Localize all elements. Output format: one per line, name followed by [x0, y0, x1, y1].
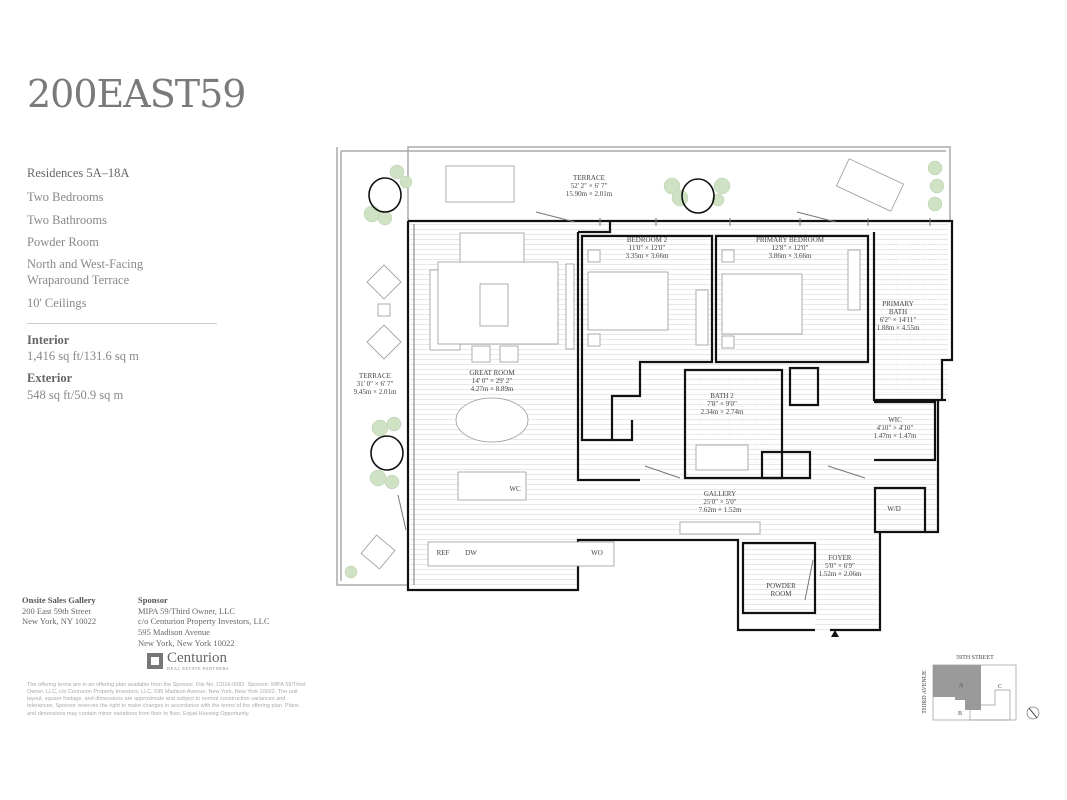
- powder-name: POWDER: [766, 582, 796, 590]
- terrace-top-name: TERRACE: [573, 174, 605, 182]
- foyer-name: FOYER: [829, 554, 852, 562]
- exterior-label: Exterior: [27, 371, 73, 386]
- terrace-top-metric: 15.90m × 2.01m: [566, 190, 613, 198]
- bedroom2-name: BEDROOM 2: [627, 236, 668, 244]
- exterior-value: 548 sq ft/50.9 sq m: [27, 387, 124, 402]
- bath2-name: BATH 2: [710, 392, 734, 400]
- wic-name: WIC: [888, 416, 902, 424]
- keymap-street: 59TH STREET: [956, 655, 994, 661]
- compass-icon: [1026, 706, 1040, 720]
- bath2-metric: 2.34m × 2.74m: [701, 408, 744, 416]
- ref-label: REF: [437, 549, 450, 557]
- furniture: [360, 158, 905, 570]
- door-swings: [397, 211, 866, 601]
- centurion-logo: Centurion REAL ESTATE PARTNERS: [147, 651, 229, 671]
- bedroom2-metric: 3.35m × 3.66m: [626, 252, 669, 260]
- sponsor-line: c/o Centurion Property Investors, LLC: [138, 616, 270, 627]
- planters: [368, 177, 715, 471]
- centurion-sub: REAL ESTATE PARTNERS: [167, 666, 230, 671]
- sales-gallery: Onsite Sales Gallery 200 East 59th Stree…: [22, 595, 96, 627]
- bedroom2-imperial: 11'0" × 12'0": [629, 244, 666, 252]
- centurion-name: Centurion: [167, 650, 227, 666]
- wic-imperial: 4'10" × 4'10": [877, 424, 914, 432]
- interior-value: 1,416 sq ft/131.6 sq m: [27, 349, 139, 363]
- primary-bath-name: PRIMARY: [882, 300, 914, 308]
- sponsor-line: 595 Madison Avenue: [138, 626, 211, 637]
- feature-item: Two Bathrooms: [27, 212, 108, 227]
- divider: [27, 322, 217, 324]
- gallery-name: GALLERY: [704, 490, 736, 498]
- sales-title: Onsite Sales Gallery: [22, 595, 96, 605]
- keymap-b: B: [958, 711, 962, 717]
- walls: [406, 219, 954, 632]
- sales-line: 200 East 59th Street: [22, 605, 91, 616]
- foyer-imperial: 5'0" × 6'9": [825, 562, 855, 570]
- wc-label: WC: [509, 485, 521, 493]
- great-room-imperial: 14' 0" × 29' 2": [472, 377, 512, 385]
- sponsor-title: Sponsor: [138, 595, 168, 605]
- interior-label: Interior: [27, 332, 70, 347]
- gallery-metric: 7.62m × 1.52m: [699, 506, 742, 514]
- centurion-mark-icon: [147, 653, 163, 669]
- terrace-top-imperial: 52' 2" × 6' 7": [571, 182, 608, 190]
- sponsor-block: Sponsor MIPA 59/Third Owner, LLC c/o Cen…: [138, 595, 270, 648]
- great-room-metric: 4.27m × 8.89m: [471, 385, 514, 393]
- keymap-a: A: [959, 683, 964, 689]
- keymap-c: C: [998, 684, 1002, 690]
- gallery-imperial: 25'0" × 5'0": [703, 498, 736, 506]
- window-mullions: [413, 218, 931, 585]
- bath2-imperial: 7'8" × 9'0": [707, 400, 737, 408]
- primary-bath-tile: [876, 234, 946, 398]
- foyer-metric: 1.52m × 2.06m: [819, 570, 862, 578]
- feature-item: Wraparound Terrace: [27, 273, 130, 288]
- terrace-left-metric: 9.45m × 2.01m: [354, 388, 397, 396]
- dw-label: DW: [465, 549, 477, 557]
- residences-title: Residences 5A–18A: [27, 166, 130, 180]
- powder-name2: ROOM: [770, 590, 792, 598]
- primary-bedroom-name: PRIMARY BEDROOM: [756, 236, 825, 244]
- primary-bedroom-imperial: 12'8" × 12'0": [772, 244, 809, 252]
- feature-item: North and West-Facing: [27, 257, 144, 271]
- primary-bath-imperial: 6'2" × 14'11": [880, 316, 917, 324]
- terrace-left-imperial: 31' 0" × 6' 7": [357, 380, 394, 388]
- feature-item: 10' Ceilings: [27, 295, 87, 310]
- sales-line: New York, NY 10022: [22, 616, 97, 627]
- primary-bath-name2: BATH: [889, 308, 907, 316]
- wd-label: W/D: [887, 505, 901, 513]
- wic-metric: 1.47m × 1.47m: [874, 432, 917, 440]
- keymap-avenue: THIRD AVENUE: [922, 670, 928, 714]
- key-map: 59TH STREET THIRD AVENUE A B C: [922, 655, 1040, 721]
- sponsor-line: MIPA 59/Third Owner, LLC: [138, 605, 236, 616]
- primary-bath-metric: 1.88m × 4.55m: [877, 324, 920, 332]
- unit-info: Residences 5A–18A Two Bedrooms Two Bathr…: [27, 165, 217, 407]
- terrace-left-name: TERRACE: [359, 372, 391, 380]
- brand-logo: 200EAST59: [27, 72, 246, 116]
- primary-bedroom-metric: 3.86m × 3.66m: [769, 252, 812, 260]
- feature-item: Two Bedrooms: [27, 190, 104, 205]
- feature-item: Powder Room: [27, 234, 99, 249]
- legal-disclaimer: The offering terms are in an offering pl…: [27, 682, 306, 717]
- trees: [344, 160, 945, 579]
- entry-arrow-icon: [831, 630, 839, 637]
- sponsor-line: New York, New York 10022: [138, 637, 235, 648]
- great-room-name: GREAT ROOM: [469, 369, 515, 377]
- wo-label: WO: [591, 549, 603, 557]
